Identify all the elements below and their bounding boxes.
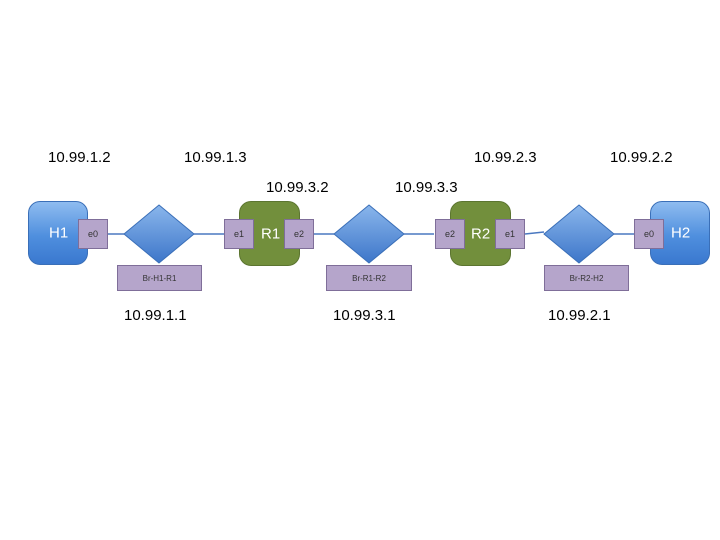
interface-r2-e1[interactable]: e1: [495, 219, 525, 249]
link-r2-br3: [524, 231, 545, 235]
bridge-label-br-r2-h2[interactable]: Br-R2-H2: [544, 265, 629, 291]
ip-label-br-r1-r2: 10.99.3.1: [333, 307, 396, 324]
ip-label-r1-e2: 10.99.3.2: [266, 179, 329, 196]
bridge-diamond-br-r2-h2: [543, 204, 615, 264]
ip-label-h2-e0: 10.99.2.2: [610, 149, 673, 166]
ip-label-r1-e1: 10.99.1.3: [184, 149, 247, 166]
interface-h2-e0[interactable]: e0: [634, 219, 664, 249]
ip-label-h1-e0: 10.99.1.2: [48, 149, 111, 166]
interface-r2-e2[interactable]: e2: [435, 219, 465, 249]
bridge-diamond-br-h1-r1: [123, 204, 195, 264]
ip-label-r2-e1: 10.99.2.3: [474, 149, 537, 166]
ip-label-br-h1-r1: 10.99.1.1: [124, 307, 187, 324]
host-h1-label: H1: [49, 224, 69, 242]
ip-label-br-r2-h2: 10.99.2.1: [548, 307, 611, 324]
interface-r1-e2[interactable]: e2: [284, 219, 314, 249]
interface-h1-e0[interactable]: e0: [78, 219, 108, 249]
ip-label-r2-e2: 10.99.3.3: [395, 179, 458, 196]
interface-r1-e1[interactable]: e1: [224, 219, 254, 249]
bridge-label-br-h1-r1[interactable]: Br-H1-R1: [117, 265, 202, 291]
router-r2-label: R2: [471, 225, 491, 242]
router-r1-label: R1: [261, 225, 281, 242]
bridge-diamond-br-r1-r2: [333, 204, 405, 264]
bridge-label-br-r1-r2[interactable]: Br-R1-R2: [326, 265, 412, 291]
host-h2-label: H2: [671, 224, 691, 242]
